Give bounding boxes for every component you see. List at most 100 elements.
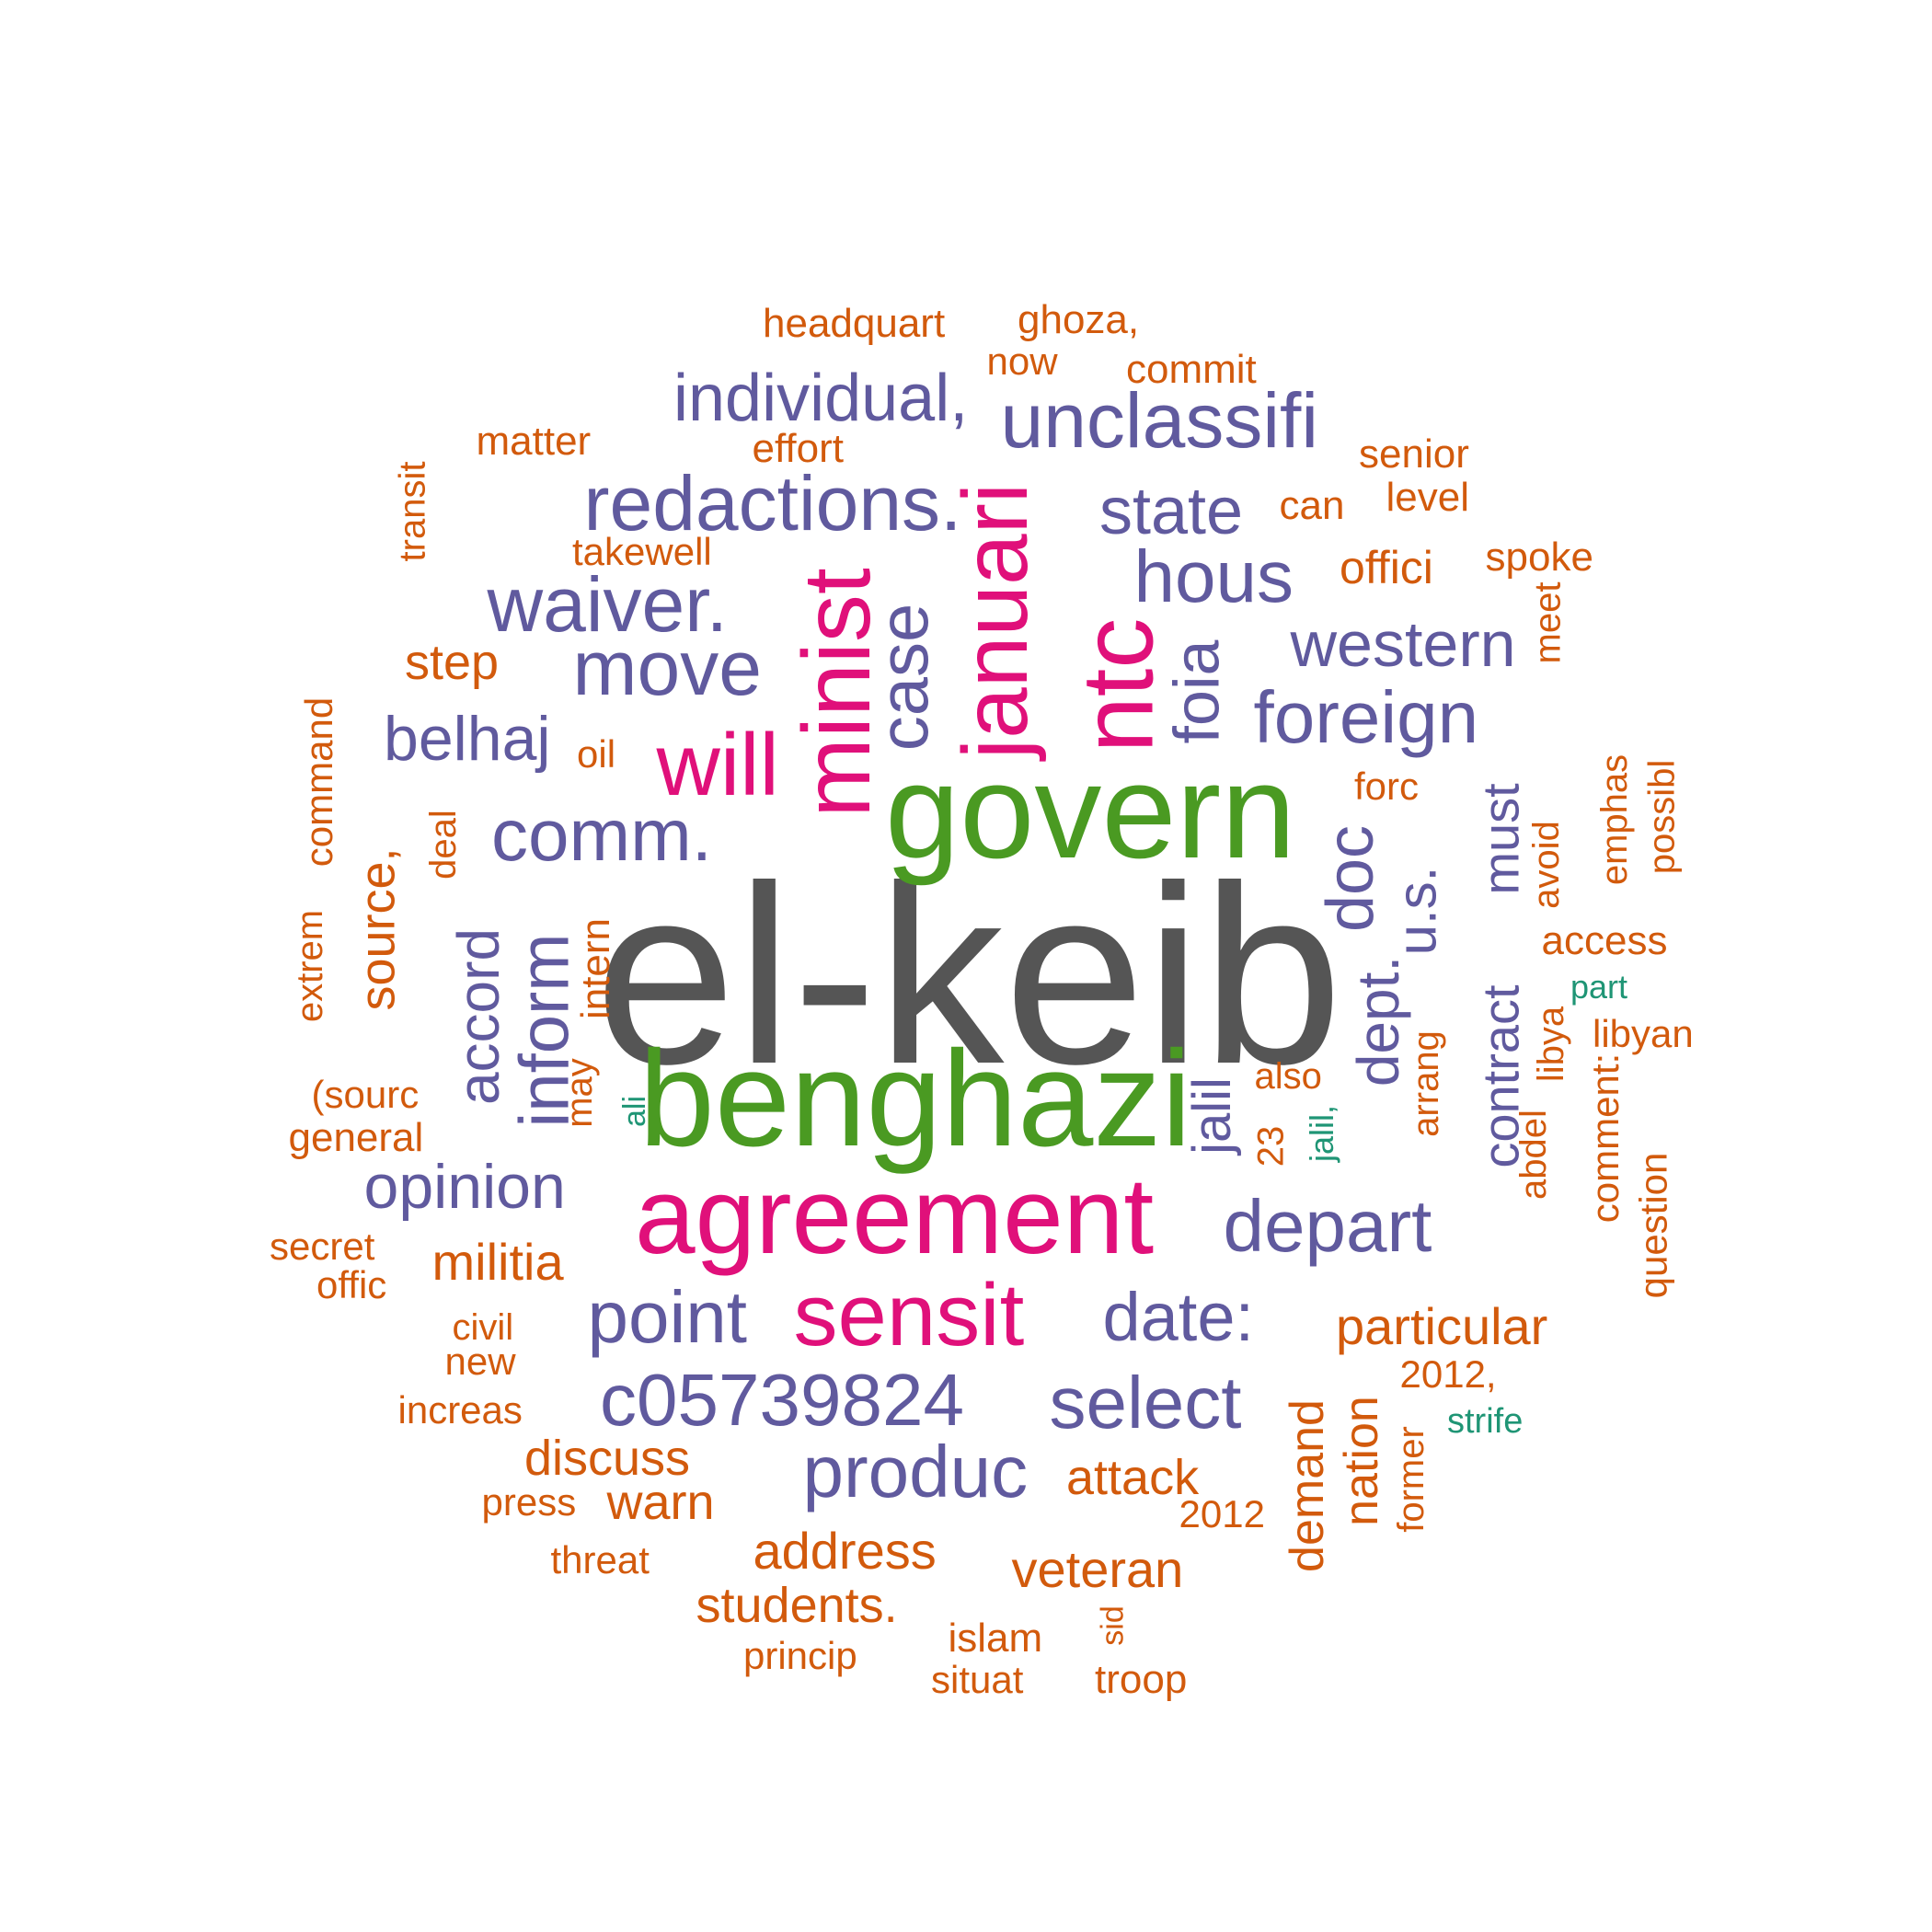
word-62: intern xyxy=(573,917,619,1020)
word-11: redactions. xyxy=(583,460,962,546)
word-57: deal xyxy=(422,810,464,880)
word-94: sid xyxy=(1095,1605,1131,1646)
word-84: nation xyxy=(1334,1396,1388,1526)
word-24: dept. xyxy=(1345,955,1412,1087)
word-59: avoid xyxy=(1525,821,1567,909)
word-48: offici xyxy=(1340,542,1433,593)
word-45: can xyxy=(1279,483,1345,528)
word-91: threat xyxy=(550,1538,650,1581)
word-81: increas xyxy=(397,1388,523,1432)
word-51: meet xyxy=(1526,581,1568,664)
word-7: will xyxy=(656,716,779,814)
word-76: militia xyxy=(431,1233,564,1291)
word-73: question xyxy=(1630,1152,1674,1299)
word-101: jalil, xyxy=(1303,1104,1341,1163)
word-60: access xyxy=(1541,918,1668,963)
word-39: now xyxy=(986,339,1058,383)
word-42: effort xyxy=(752,426,844,471)
word-19: foreign xyxy=(1253,676,1479,758)
word-43: senior xyxy=(1359,431,1469,477)
word-1: benghazi xyxy=(638,1023,1192,1175)
word-61: extrem xyxy=(290,909,331,1023)
word-79: particular xyxy=(1336,1297,1548,1355)
word-97: situat xyxy=(931,1658,1024,1701)
word-58: source, xyxy=(350,847,406,1011)
word-9: unclassifi xyxy=(1000,377,1318,464)
word-17: foia xyxy=(1159,639,1232,744)
word-90: address xyxy=(753,1522,937,1580)
word-72: abdel xyxy=(1512,1110,1554,1200)
word-6: ntc xyxy=(1060,617,1174,753)
word-29: jalil xyxy=(1181,1077,1242,1155)
word-102: strife xyxy=(1447,1402,1524,1441)
word-69: general xyxy=(288,1115,424,1160)
word-27: accord xyxy=(445,927,512,1106)
word-53: oil xyxy=(577,732,616,776)
word-41: matter xyxy=(476,419,592,464)
word-20: belhaj xyxy=(384,704,551,774)
word-96: princip xyxy=(743,1634,857,1677)
word-100: ali xyxy=(617,1095,653,1128)
word-2: govern xyxy=(885,736,1296,886)
word-36: produc xyxy=(802,1431,1029,1512)
word-74: secret xyxy=(270,1225,375,1268)
word-87: warn xyxy=(606,1475,715,1530)
word-26: must xyxy=(1471,783,1530,895)
word-98: troop xyxy=(1095,1657,1188,1702)
word-3: agreement xyxy=(635,1156,1155,1277)
word-30: opinion xyxy=(363,1152,566,1222)
word-88: attack xyxy=(1066,1450,1200,1505)
word-70: 23 xyxy=(1249,1125,1291,1167)
word-99: part xyxy=(1570,968,1628,1006)
word-85: former xyxy=(1390,1426,1432,1533)
word-75: offic xyxy=(316,1263,387,1306)
word-95: islam xyxy=(948,1616,1043,1661)
word-8: sensit xyxy=(793,1266,1025,1364)
word-0: el-keib xyxy=(594,834,1343,1117)
word-5: januari xyxy=(944,482,1048,760)
word-54: forc xyxy=(1354,765,1420,808)
word-89: 2012 xyxy=(1179,1492,1265,1535)
word-35: select xyxy=(1049,1362,1242,1443)
word-37: headquart xyxy=(763,301,946,346)
word-44: level xyxy=(1386,475,1470,520)
word-52: command xyxy=(297,696,341,868)
word-77: civil xyxy=(452,1307,514,1348)
word-50: step xyxy=(405,635,500,690)
word-49: spoke xyxy=(1485,535,1593,580)
word-22: doc xyxy=(1314,824,1388,933)
word-56: possibl xyxy=(1640,759,1682,875)
word-40: commit xyxy=(1126,347,1257,392)
word-92: veteran xyxy=(1011,1540,1184,1598)
word-14: waiver. xyxy=(487,561,728,648)
word-32: point xyxy=(587,1276,747,1358)
word-47: takewell xyxy=(572,530,712,573)
word-23: u.s. xyxy=(1385,866,1447,956)
word-34: c05739824 xyxy=(600,1359,964,1441)
word-10: individual, xyxy=(673,362,969,435)
word-63: may xyxy=(558,1058,600,1128)
word-16: case xyxy=(864,603,943,752)
word-18: western xyxy=(1290,608,1516,680)
word-64: libyan xyxy=(1593,1012,1694,1055)
word-71: comment: xyxy=(1583,1052,1627,1224)
word-93: students. xyxy=(696,1578,898,1633)
word-83: demand xyxy=(1280,1399,1334,1572)
word-55: emphas xyxy=(1594,753,1636,886)
word-15: move xyxy=(572,625,762,711)
word-13: hous xyxy=(1133,535,1294,617)
word-67: also xyxy=(1254,1056,1322,1097)
word-68: (sourc xyxy=(311,1073,420,1116)
word-46: transit xyxy=(391,461,432,562)
word-38: ghoza, xyxy=(1018,297,1140,342)
word-66: arrang xyxy=(1405,1030,1446,1137)
word-65: libya xyxy=(1531,1006,1572,1083)
word-78: new xyxy=(444,1340,516,1383)
word-21: comm. xyxy=(491,794,712,876)
word-31: depart xyxy=(1223,1185,1432,1267)
word-80: 2012, xyxy=(1399,1352,1497,1396)
word-86: press xyxy=(481,1480,577,1524)
word-12: state xyxy=(1099,475,1244,548)
word-82: discuss xyxy=(524,1431,691,1486)
